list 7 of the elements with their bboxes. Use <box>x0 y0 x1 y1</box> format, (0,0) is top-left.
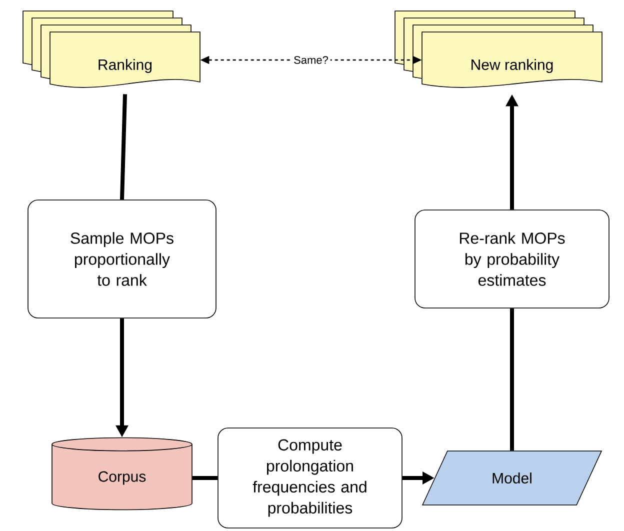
document-stack: Ranking <box>22 10 200 88</box>
document-stack: New ranking <box>394 10 602 88</box>
process-box: Re-rank MOPs by probability estimates <box>414 210 610 308</box>
process-box: Sample MOPs proportionally to rank <box>28 200 216 318</box>
edge-label: Same? <box>292 54 330 66</box>
database-cylinder: Corpus <box>52 437 192 510</box>
process-box: Compute prolongation frequencies and probabilities <box>218 428 402 528</box>
